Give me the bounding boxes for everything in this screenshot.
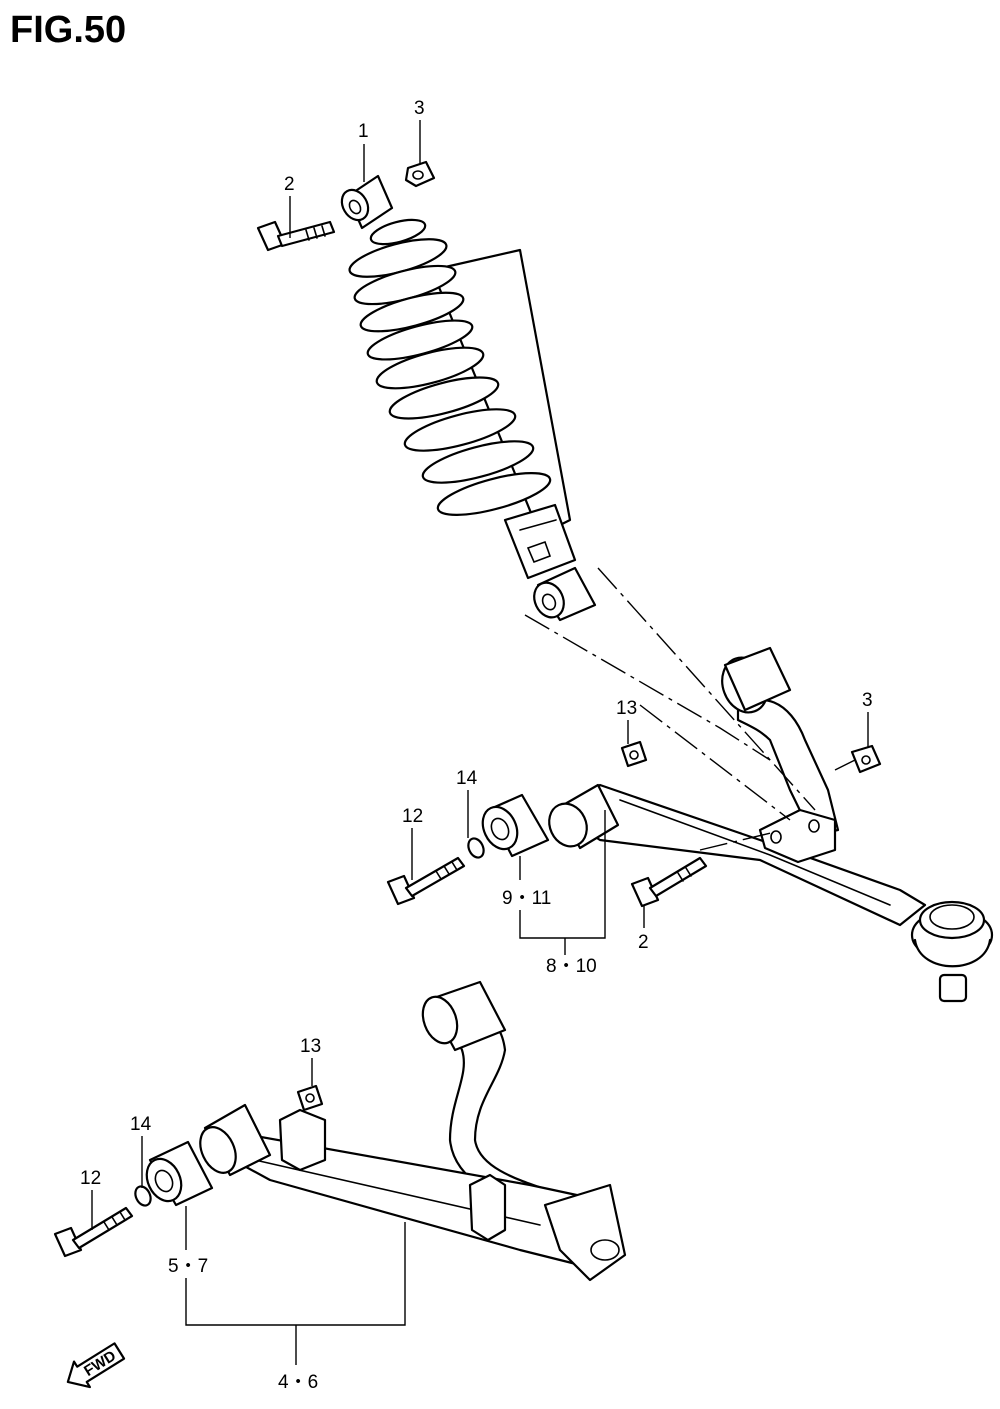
bolt-top: [256, 220, 336, 252]
callout-1: 1: [358, 121, 369, 142]
bushing-mid: [481, 793, 550, 858]
lower-control-arm: [199, 980, 627, 1282]
top-bushing: [340, 174, 394, 230]
nut-low-13: [296, 1084, 324, 1112]
callout-2-top: 2: [284, 174, 295, 195]
nut-mid-3: [850, 744, 882, 774]
bolt-mid: [386, 856, 466, 906]
callout-3-top: 3: [414, 98, 425, 119]
nut-mid-13: [620, 740, 648, 768]
bolt-low: [53, 1206, 134, 1258]
shock-absorber: [340, 174, 597, 622]
callout-8-10: 8・10: [546, 956, 597, 977]
lower-eye-bushing: [533, 566, 597, 622]
callout-14-low: 14: [130, 1114, 152, 1135]
nut-top: [404, 160, 436, 188]
fwd-direction-badge: FWD: [66, 1342, 126, 1389]
bushing-low: [145, 1140, 214, 1207]
callout-3-mid: 3: [862, 690, 873, 711]
arrow-fwd-icon: [66, 1342, 126, 1389]
figure-title: FIG.50: [10, 9, 126, 51]
callout-13-low: 13: [300, 1036, 321, 1057]
leader-lines: [91, 120, 869, 1365]
callout-9-11: 9・11: [502, 888, 551, 909]
ball-joint: [910, 900, 994, 1003]
callout-5-7: 5・7: [168, 1256, 208, 1277]
callout-12-mid: 12: [402, 806, 423, 827]
callout-12-low: 12: [80, 1168, 101, 1189]
washer-mid: [467, 837, 485, 859]
callout-13-mid: 13: [616, 698, 637, 719]
washer-low: [134, 1185, 152, 1207]
callout-14-mid: 14: [456, 768, 478, 789]
upper-control-arm: [548, 646, 994, 1003]
coil-spring: [348, 218, 552, 516]
bolt-mid-2: [630, 856, 708, 908]
callout-2-mid: 2: [638, 932, 649, 953]
callout-4-6: 4・6: [278, 1372, 318, 1393]
